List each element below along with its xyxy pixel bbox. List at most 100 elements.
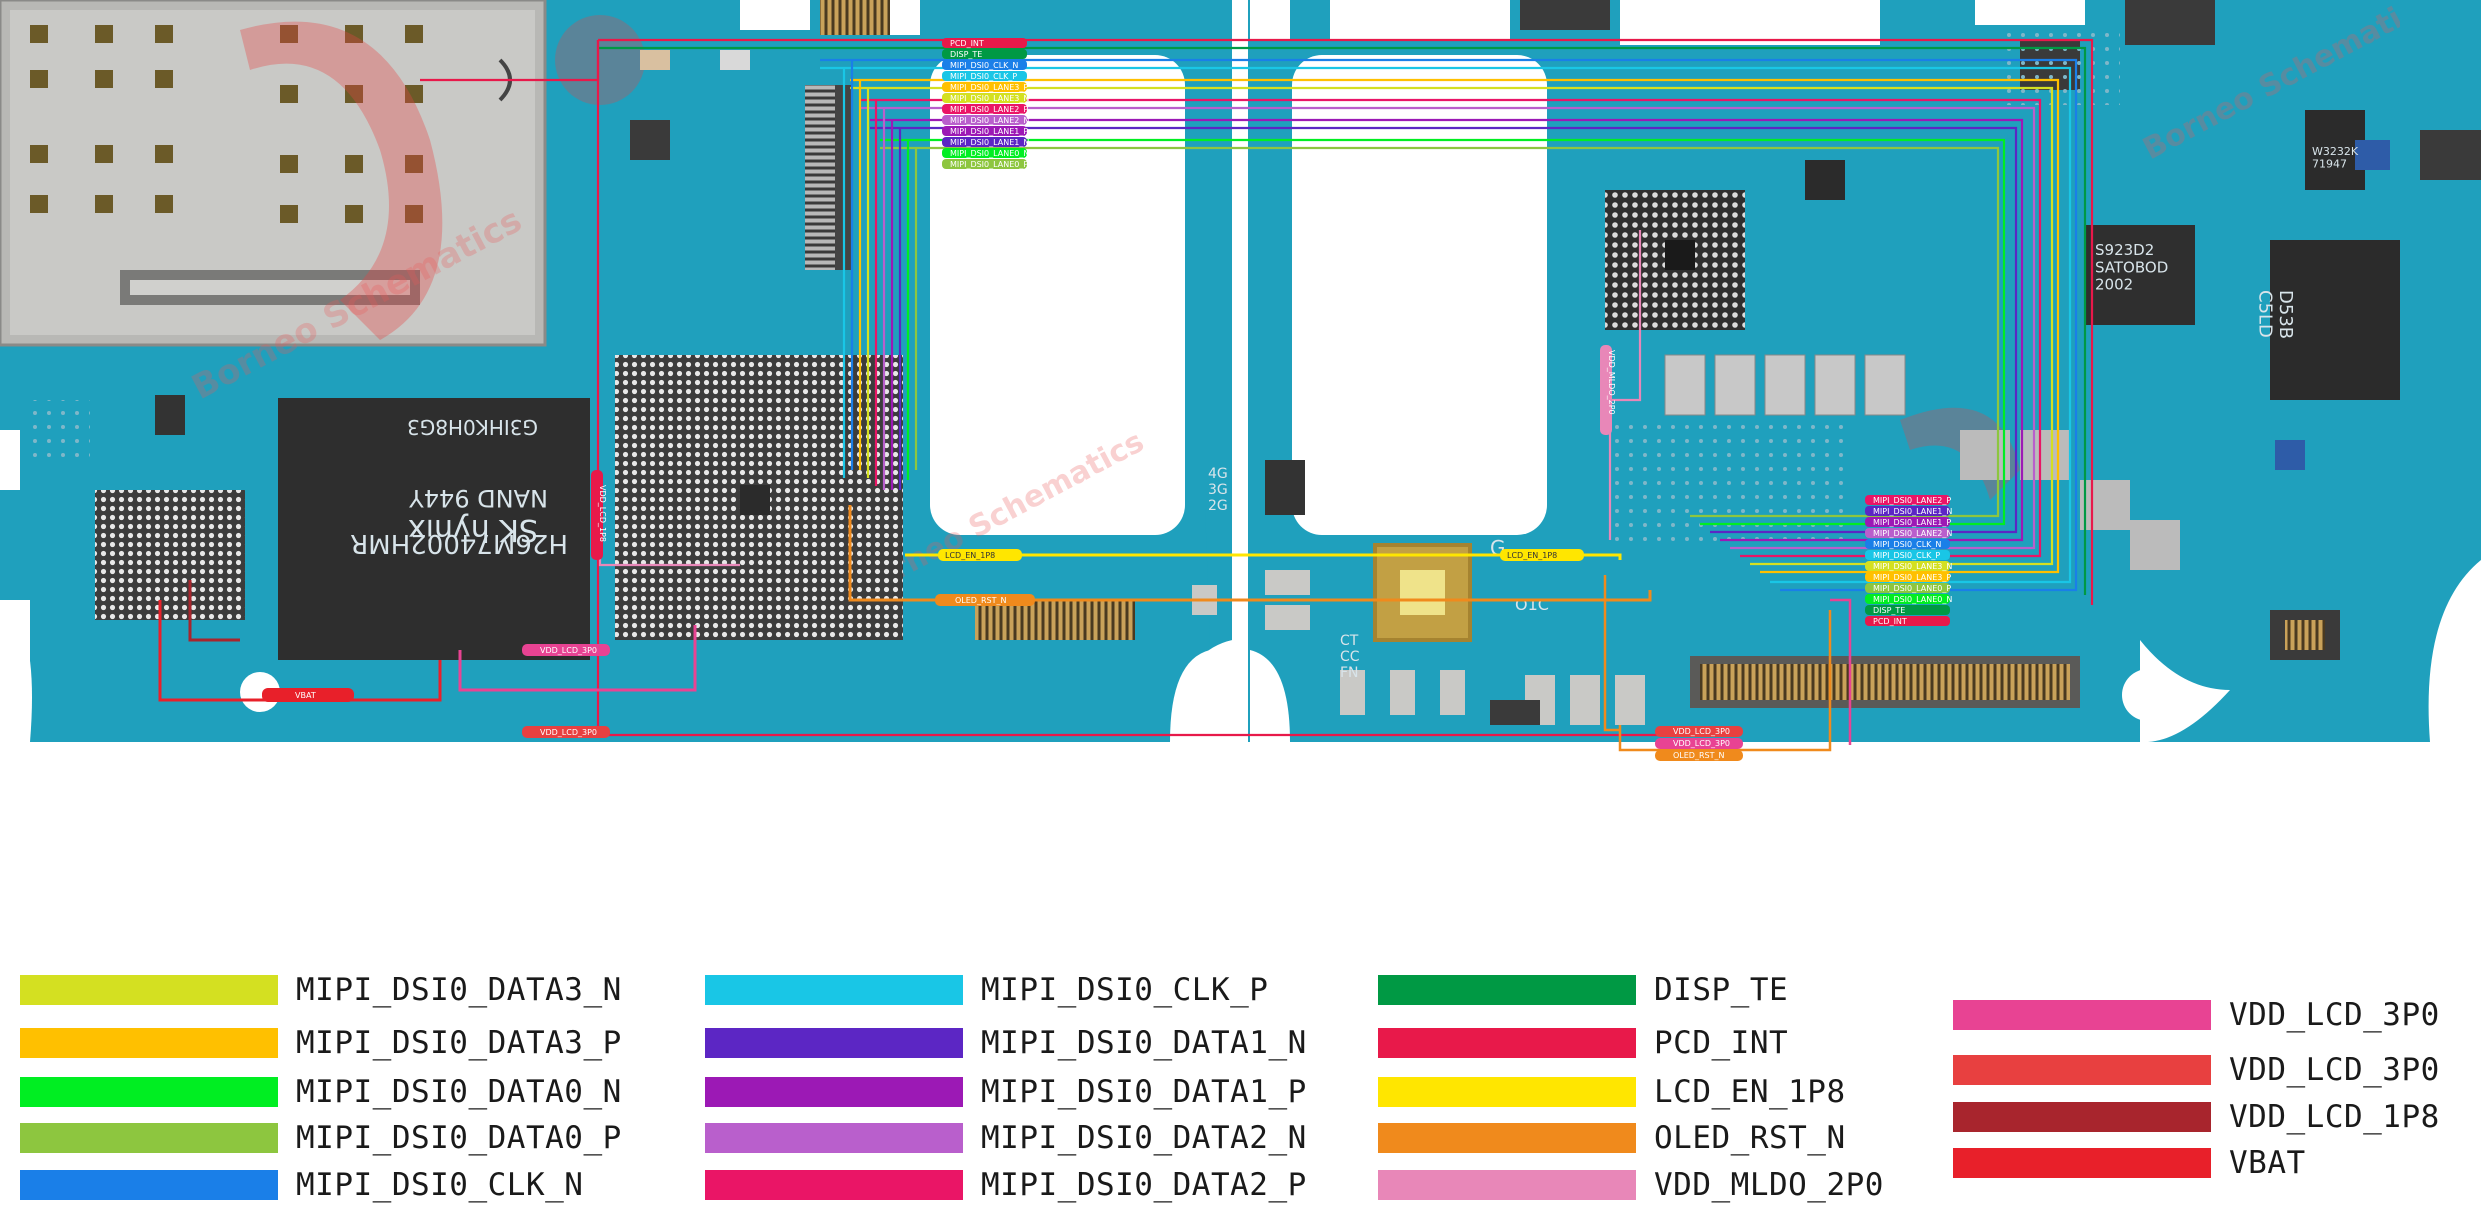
legend-label: VDD_LCD_3P0: [2229, 1052, 2440, 1088]
net-tag-right-11: PCD_INT: [1865, 616, 1950, 626]
net-tag-right-label: MIPI_DSI0_LANE1_P: [1873, 518, 1951, 527]
net-tag-right-bg: [1865, 572, 1950, 582]
legend-label: MIPI_DSI0_DATA0_P: [296, 1120, 622, 1156]
legend-swatch: [705, 1077, 963, 1107]
legend-label: VDD_LCD_1P8: [2229, 1099, 2440, 1135]
net-tag-right-2: MIPI_DSI0_LANE1_P: [1865, 517, 1951, 527]
sim-tray: [0, 0, 547, 347]
svg-text:VBAT: VBAT: [295, 691, 316, 700]
net-tag-top-bg: [942, 115, 1027, 125]
legend-swatch: [20, 1170, 278, 1200]
net-tag-right-1: MIPI_DSI0_LANE1_N: [1865, 506, 1952, 516]
net-tag-top-2: MIPI_DSI0_CLK_N: [942, 60, 1027, 70]
net-tag-right-bg: [1865, 594, 1950, 604]
legend-swatch: [705, 1028, 963, 1058]
legend-item: MIPI_DSI0_DATA1_N: [705, 1025, 1307, 1061]
net-tag-right-bg: [1865, 605, 1950, 615]
legend-swatch: [1953, 1102, 2211, 1132]
cpu-bga: [615, 355, 903, 640]
net-tag-top-label: MIPI_DSI0_LANE1_N: [950, 138, 1029, 147]
legend-label: PCD_INT: [1654, 1025, 1789, 1061]
pmic-bga: [95, 490, 245, 620]
legend-label: MIPI_DSI0_DATA2_N: [981, 1120, 1307, 1156]
legend-label: OLED_RST_N: [1654, 1120, 1846, 1156]
net-tag-top-label: MIPI_DSI0_LANE0_P: [950, 160, 1028, 169]
net-tag-right-label: MIPI_DSI0_LANE1_N: [1873, 507, 1952, 516]
legend-label: MIPI_DSI0_CLK_N: [296, 1167, 584, 1203]
legend-label: VBAT: [2229, 1145, 2306, 1181]
legend-item: VDD_LCD_1P8: [1953, 1099, 2440, 1135]
svg-text:VDD_LCD_3P0: VDD_LCD_3P0: [1673, 739, 1730, 748]
net-tag-top-4: MIPI_DSI0_LANE3_P: [942, 82, 1028, 92]
net-tag-right-label: MIPI_DSI0_LANE2_P: [1873, 496, 1951, 505]
legend-item: MIPI_DSI0_DATA0_P: [20, 1120, 622, 1156]
legend-swatch: [1953, 1000, 2211, 1030]
legend-item: LCD_EN_1P8: [1378, 1074, 1846, 1110]
net-tag-top-bg: [942, 126, 1027, 136]
net-tag-right-bg: [1865, 517, 1950, 527]
net-tag-right-label: MIPI_DSI0_CLK_N: [1873, 540, 1941, 549]
net-tag-right-7: MIPI_DSI0_LANE3_P: [1865, 572, 1951, 582]
net-tag-oled-rst: OLED_RST_N: [935, 594, 1035, 606]
fpc-connector-top-left: [820, 0, 890, 35]
legend-swatch: [1378, 975, 1636, 1005]
net-tags-right: MIPI_DSI0_LANE2_P MIPI_DSI0_LANE1_N MIPI_D…: [1865, 495, 1952, 626]
nand-memory-chip: SK hynix H26M74002HMR NAND 944Y G3IHK0H8…: [278, 398, 590, 660]
net-tag-right-label: MIPI_DSI0_LANE3_P: [1873, 573, 1951, 582]
memory-label-4: G3IHK0H8G3: [407, 415, 538, 439]
legend-item: VDD_LCD_3P0: [1953, 997, 2440, 1033]
legend-swatch: [1378, 1123, 1636, 1153]
net-tag-conn-bottom-3: OLED_RST_N: [1655, 750, 1743, 761]
legend-swatch: [20, 1028, 278, 1058]
net-tag-vdd-lcd-3p0-mid: VDD_LCD_3P0: [522, 644, 610, 656]
svg-text:LCD_EN_1P8: LCD_EN_1P8: [945, 551, 995, 560]
net-tag-top-label: MIPI_DSI0_LANE0_N: [950, 149, 1029, 158]
net-tag-right-label: DISP_TE: [1873, 606, 1905, 615]
legend-label: VDD_LCD_3P0: [2229, 997, 2440, 1033]
legend-item: MIPI_DSI0_DATA0_N: [20, 1074, 622, 1110]
net-tag-right-10: DISP_TE: [1865, 605, 1950, 615]
net-tag-right-6: MIPI_DSI0_LANE3_N: [1865, 561, 1952, 571]
legend-swatch: [1953, 1148, 2211, 1178]
legend-label: MIPI_DSI0_DATA2_P: [981, 1167, 1307, 1203]
fpc-connector-center: [975, 600, 1135, 640]
net-tag-vdd-mldo-vert: VDD_MLDO_2P0: [1600, 345, 1616, 435]
legend-swatch: [1378, 1170, 1636, 1200]
net-tags-top: PCD_INTDISP_TEMIPI_DSI0_CLK_NMIPI_DSI0_C…: [942, 38, 1029, 169]
net-tag-right-3: MIPI_DSI0_LANE2_N: [1865, 528, 1952, 538]
net-tag-right-bg: [1865, 616, 1950, 626]
legend-item: PCD_INT: [1378, 1025, 1788, 1061]
legend-item: DISP_TE: [1378, 972, 1788, 1008]
svg-text:OLED_RST_N: OLED_RST_N: [955, 596, 1006, 605]
net-tag-top-label: MIPI_DSI0_LANE2_P: [950, 105, 1028, 114]
fpc-connector-left: [805, 85, 835, 270]
net-tag-right-label: PCD_INT: [1873, 617, 1907, 626]
memory-label-3: NAND 944Y: [409, 484, 548, 512]
ic-label-right-2: D53BC5LD: [2254, 290, 2296, 339]
legend-swatch: [705, 975, 963, 1005]
legend-label: MIPI_DSI0_DATA3_P: [296, 1025, 622, 1061]
net-tag-right-bg: [1865, 528, 1950, 538]
svg-text:VDD_LCD_3P0: VDD_LCD_3P0: [540, 728, 597, 737]
net-tag-right-label: MIPI_DSI0_CLK_P: [1873, 551, 1940, 560]
legend-swatch: [20, 1077, 278, 1107]
legend-item: OLED_RST_N: [1378, 1120, 1846, 1156]
net-tag-right-4: MIPI_DSI0_CLK_N: [1865, 539, 1950, 549]
pcb-board-diagram: Borneo Schematics Borneo Schematics Born…: [0, 0, 2481, 761]
net-tag-right-0: MIPI_DSI0_LANE2_P: [1865, 495, 1951, 505]
svg-text:VDD_LCD_1P8: VDD_LCD_1P8: [598, 485, 607, 542]
net-tag-right-5: MIPI_DSI0_CLK_P: [1865, 550, 1950, 560]
svg-text:VDD_LCD_3P0: VDD_LCD_3P0: [1673, 727, 1730, 736]
legend-label: VDD_MLDO_2P0: [1654, 1167, 1884, 1203]
legend-label: MIPI_DSI0_DATA1_N: [981, 1025, 1307, 1061]
net-tag-right-bg: [1865, 550, 1950, 560]
net-tag-lcd-en-left: LCD_EN_1P8: [938, 549, 1022, 561]
net-tag-conn-bottom-2: VDD_LCD_3P0: [1655, 738, 1743, 749]
net-tag-top-7: MIPI_DSI0_LANE2_N: [942, 115, 1029, 125]
net-tag-right-label: MIPI_DSI0_LANE0_P: [1873, 584, 1951, 593]
legend-swatch: [705, 1170, 963, 1200]
net-tag-top-label: DISP_TE: [950, 50, 982, 59]
legend-item: VDD_LCD_3P0: [1953, 1052, 2440, 1088]
